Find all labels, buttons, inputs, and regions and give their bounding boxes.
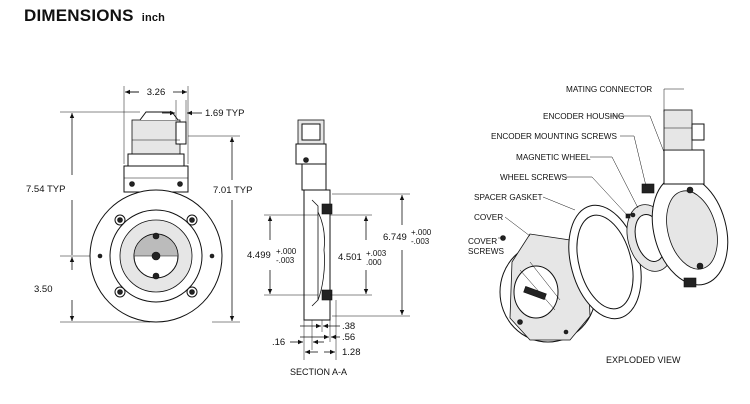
tol-right-minus: -.003 <box>411 237 430 246</box>
title-text: DIMENSIONS <box>24 6 134 25</box>
dim-056: .56 <box>342 332 355 343</box>
dim-section-left: 4.499 <box>247 250 271 261</box>
tol-right-plus: +.000 <box>411 228 432 237</box>
tol-left-minus: -.003 <box>276 256 295 265</box>
connector-housing <box>131 119 181 155</box>
dim-total-height: 7.54 TYP <box>26 184 65 195</box>
dim-038: .38 <box>342 321 355 332</box>
housing-neck <box>127 153 185 167</box>
mating-connector <box>663 109 693 151</box>
label-magnetic-wheel: MAGNETIC WHEEL <box>516 153 591 162</box>
housing-body <box>123 165 189 193</box>
dim-connector-height: 7.01 TYP <box>213 185 252 196</box>
exploded-view: MATING CONNECTOR ENCODER HOUSING ENCODER… <box>468 85 729 365</box>
exploded-caption: EXPLODED VIEW <box>606 355 681 365</box>
label-encoder-housing: ENCODER HOUSING <box>543 112 624 121</box>
dim-base-height: 3.50 <box>34 284 53 295</box>
dim-016: .16 <box>272 337 285 348</box>
tol-mid-minus: .000 <box>366 258 382 267</box>
encoder-housing <box>663 149 705 185</box>
label-cover: COVER <box>474 213 503 222</box>
dim-section-right: 6.749 <box>383 232 407 243</box>
encoder-mount-screw-2 <box>683 277 697 288</box>
label-mating-connector: MATING CONNECTOR <box>566 85 652 94</box>
label-wheel-screws: WHEEL SCREWS <box>500 173 568 182</box>
section-caption: SECTION A-A <box>290 367 347 377</box>
dim-128: 1.28 <box>342 347 361 358</box>
tol-left-plus: +.000 <box>276 247 297 256</box>
section-screw-top <box>321 203 333 215</box>
unit-label: inch <box>141 12 166 24</box>
encoder-mount-screw-1 <box>641 183 655 194</box>
page-title: DIMENSIONS inch <box>24 6 165 26</box>
label-cover-screws-line1: COVER <box>468 237 497 246</box>
connector-side <box>175 121 187 145</box>
dim-section-mid: 4.501 <box>338 252 362 263</box>
label-spacer-gasket: SPACER GASKET <box>474 193 543 202</box>
dim-width: 3.26 <box>147 87 166 98</box>
label-encoder-mounting-screws: ENCODER MOUNTING SCREWS <box>491 132 618 141</box>
section-view: 4.499 +.000 -.003 4.501 +.003 .000 6.749… <box>247 119 432 377</box>
front-view: 3.26 1.69 TYP 7.54 TYP 3.50 7.01 TYP <box>26 86 252 323</box>
cover-screw-2 <box>517 319 523 325</box>
dim-connector-offset: 1.69 TYP <box>205 108 244 119</box>
tol-mid-plus: +.003 <box>366 249 387 258</box>
connector-top <box>139 111 179 121</box>
label-cover-screws-line2: SCREWS <box>468 247 504 256</box>
